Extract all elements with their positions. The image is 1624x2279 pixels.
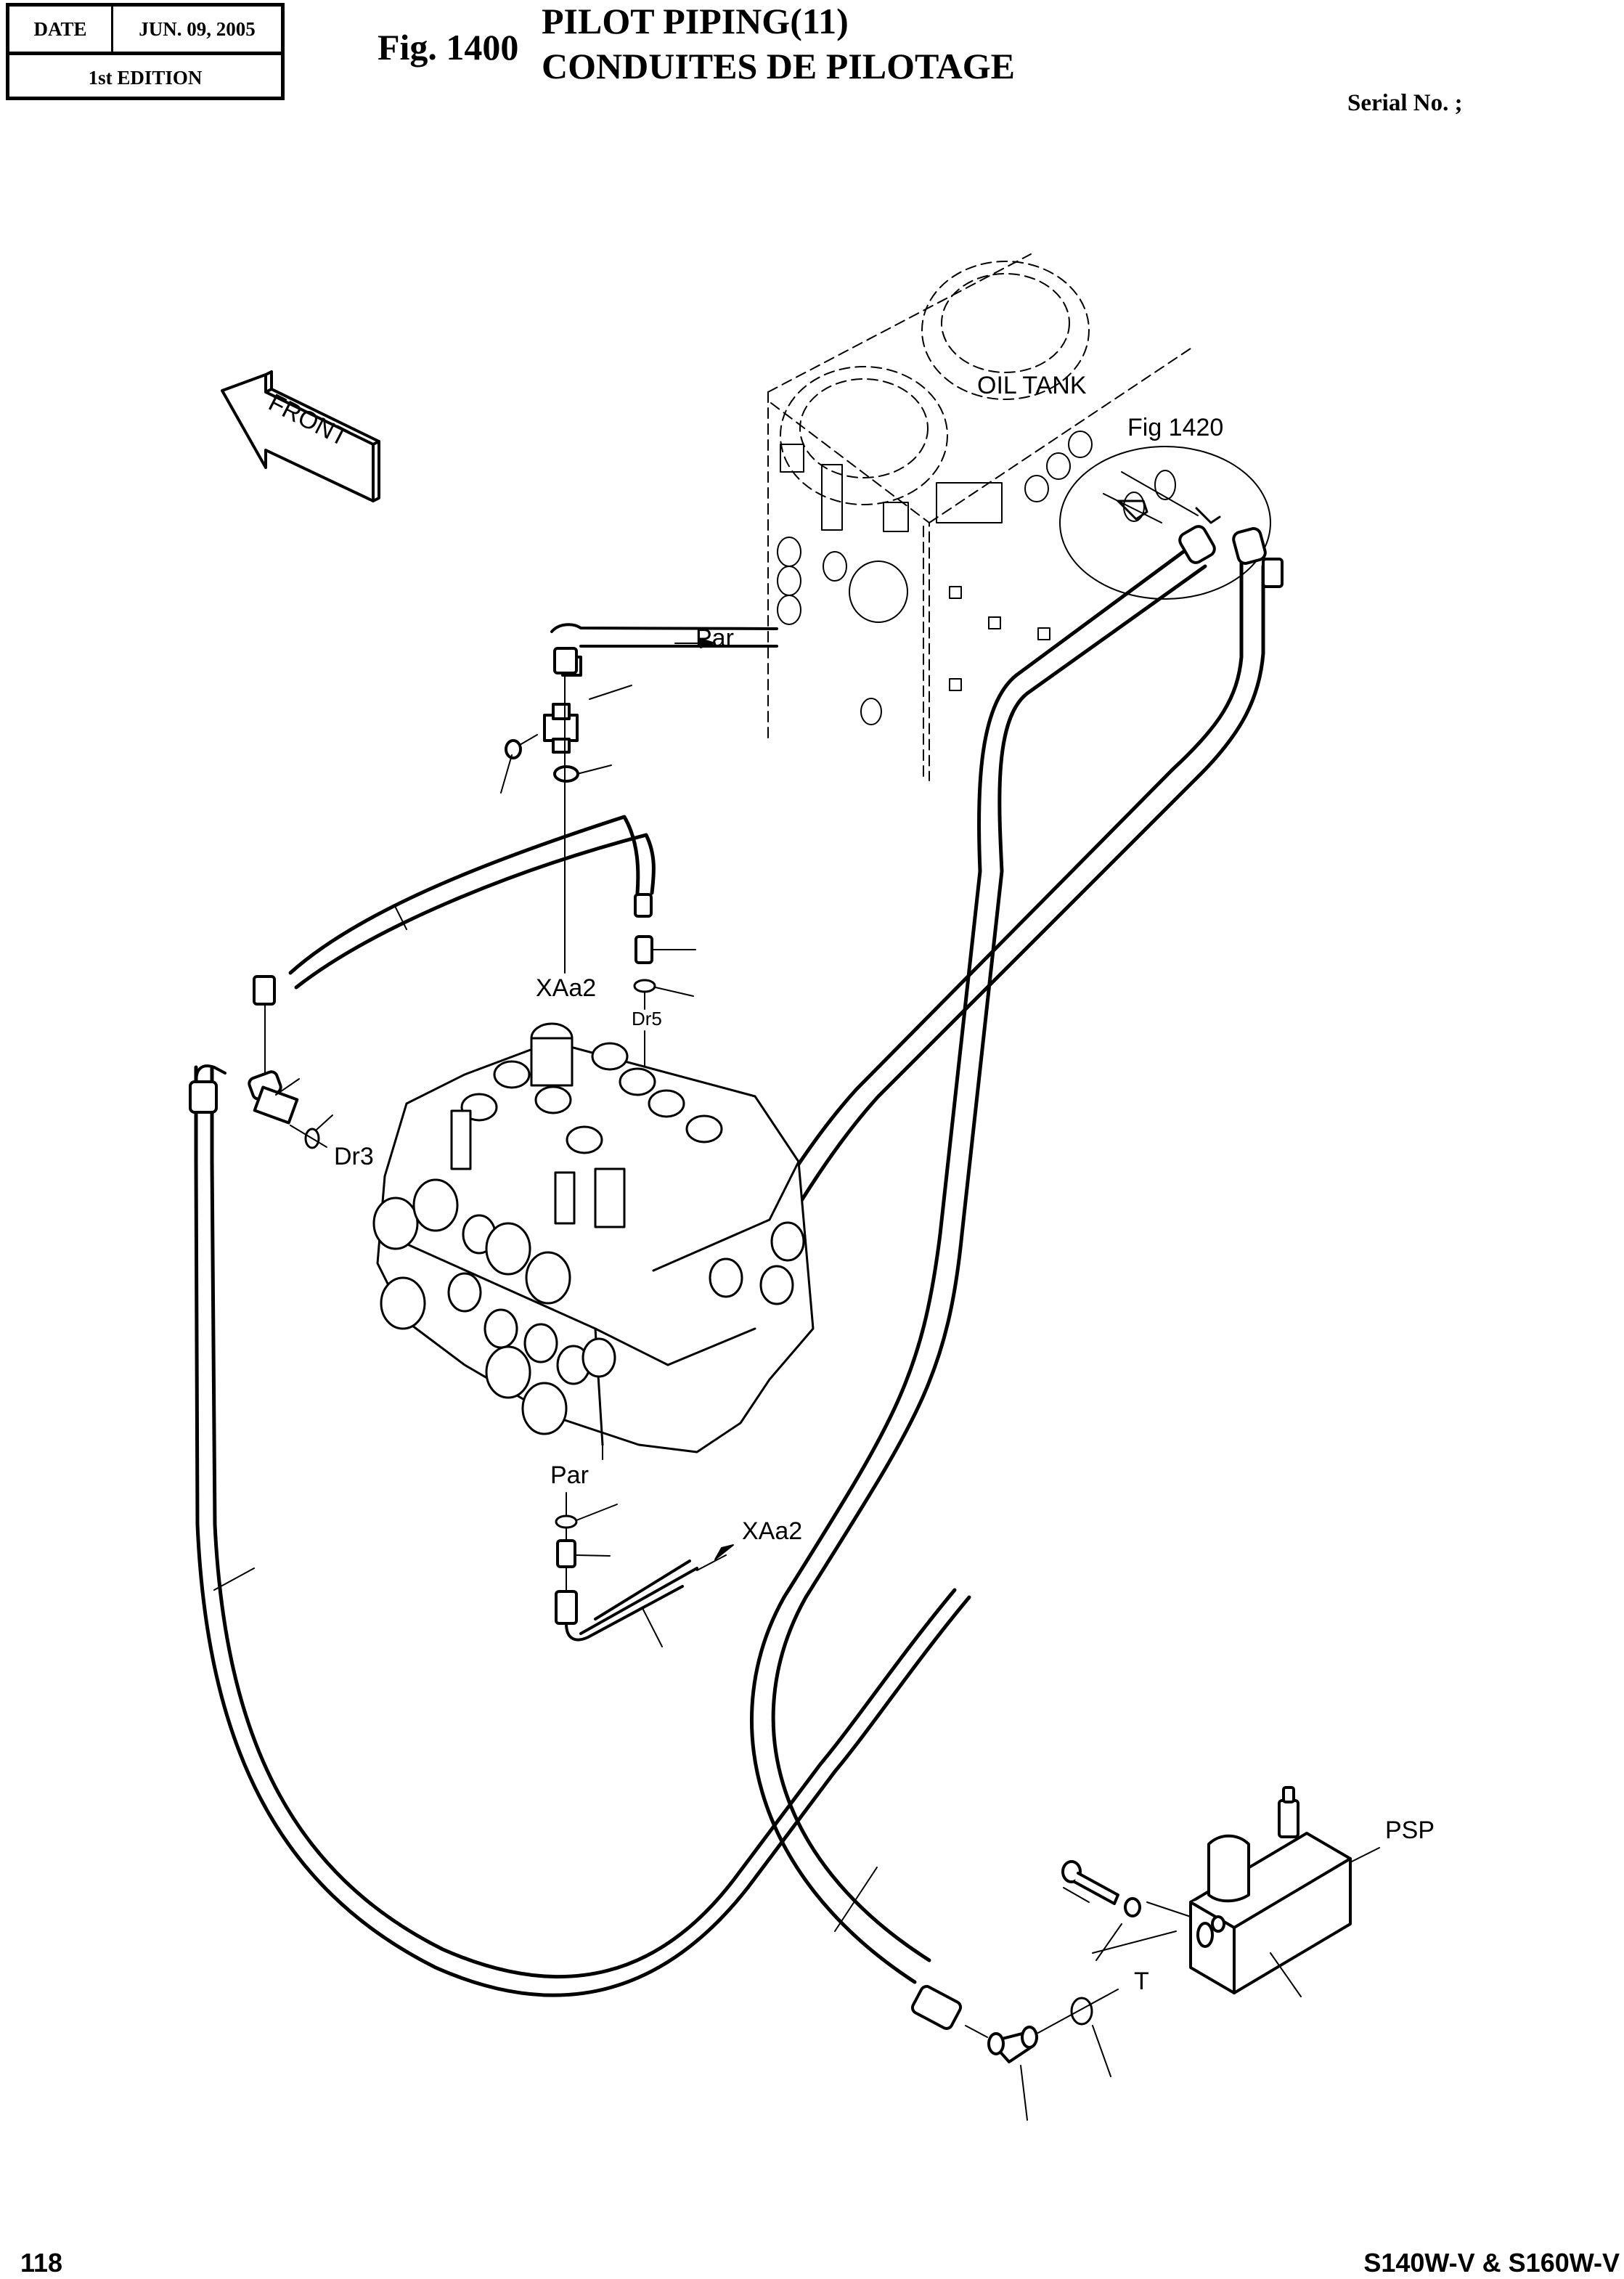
page-number: 118 [20,2248,63,2278]
model-label: S140W-V & S160W-V [1363,2248,1620,2278]
par-top-arrow-icon [700,638,716,648]
fig-1420-detail [1059,446,1271,600]
figure-number: Fig. 1400 [378,27,519,68]
dr3-label: Dr3 [334,1143,374,1170]
lower-leaders [566,1492,727,1647]
upper-hose [253,815,656,1006]
front-arrow-icon: FRONT [221,370,380,502]
lower-elbow-leaders [834,1867,1119,2121]
left-hose-leader [213,1567,255,1591]
fig-1420-label: Fig 1420 [1127,414,1223,441]
date-row: DATE JUN. 09, 2005 [9,7,281,55]
oil-tank-fittings [777,431,1093,725]
dr5-label: Dr5 [632,1008,662,1030]
xaa2-bottom-label: XAa2 [742,1517,802,1545]
valve-ports [372,1022,805,1435]
oring-t-port [1070,1997,1093,2026]
left-tee-leaders [264,1005,333,1148]
left-hose-loop [189,1064,971,1997]
lower-fitting-assembly [555,1514,698,1642]
title-english: PILOT PIPING(11) [542,1,849,41]
lower-elbow-fitting [910,1985,1038,2063]
par-bottom-label: Par [550,1461,589,1489]
serial-number: Serial No. ; [1347,90,1463,116]
date-label: DATE [9,7,113,52]
title-french: CONDUITES DE PILOTAGE [542,46,1015,86]
oil-tank-label: OIL TANK [977,372,1087,399]
date-value: JUN. 09, 2005 [139,17,256,40]
edition-label: 1st EDITION [88,66,203,89]
t-port-label: T [1134,1968,1149,1995]
upper-leader-lines [500,643,716,974]
xaa2-bottom-arrow-icon [714,1544,734,1560]
upper-tee-fitting [505,623,778,783]
mounting-bolt [1061,1860,1141,1917]
psp-valve [1189,1786,1352,1994]
par-top-label: Par [695,624,734,652]
date-box: DATE JUN. 09, 2005 1st EDITION [6,3,285,100]
tank-hose-fittings [1178,525,1284,588]
main-control-valve [376,1040,815,1454]
psp-label: PSP [1385,1817,1435,1844]
oil-tank [767,253,1191,781]
xaa2-top-label: XAa2 [536,974,596,1002]
psp-leaders [1063,1847,1380,1997]
